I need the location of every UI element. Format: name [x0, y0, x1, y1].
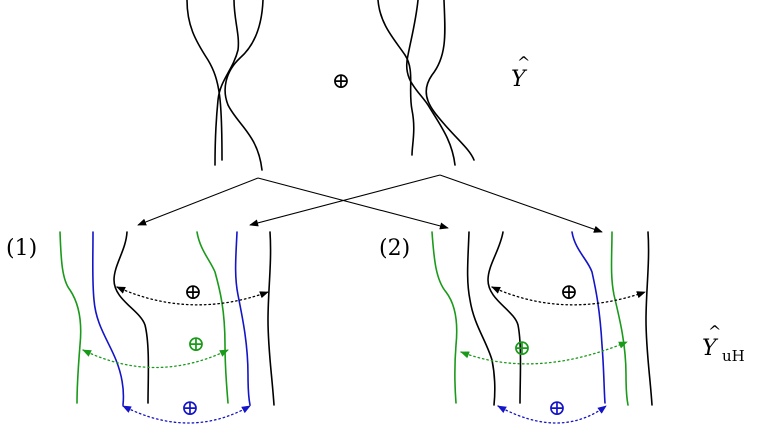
svg-text:^: ^: [517, 53, 530, 72]
case-2-oplus-green: ⊕: [513, 336, 531, 361]
arrow-left-to-2: [257, 177, 449, 230]
case-1-oplus-blue: ⊕: [181, 396, 199, 421]
case-1-blue-dotted-arrow: [122, 405, 251, 424]
top-right-strands: [377, 0, 475, 166]
svg-text:^: ^: [708, 322, 721, 341]
oplus-top: ⊕: [332, 69, 350, 94]
case-1-strands: [59, 231, 275, 406]
case-2-oplus-black: ⊕: [560, 280, 578, 305]
case-2-strands: [431, 231, 653, 406]
svg-text:Y: Y: [511, 67, 528, 92]
case-2-label: (2): [379, 236, 410, 261]
case-2-green-dotted-arrow: [460, 341, 628, 365]
case-1-green-dotted-arrow: [82, 349, 229, 369]
case-2-black-dotted-arrow: [491, 286, 646, 306]
case-1-oplus-green: ⊕: [187, 332, 205, 357]
case-2-connections: ⊕ ⊕ ⊕: [460, 280, 646, 424]
case-1-oplus-black: ⊕: [184, 280, 202, 305]
svg-text:Y: Y: [702, 336, 719, 361]
arrow-right-to-2: [439, 174, 603, 233]
case-2-blue-dotted-arrow: [497, 405, 607, 424]
y-hat-uh-label: Y ^ uH: [702, 322, 745, 365]
case-1-black-dotted-arrow: [116, 286, 269, 306]
y-hat-label: Y ^: [511, 53, 530, 92]
arrow-left-to-1: [137, 177, 259, 226]
top-left-strands: [186, 0, 264, 171]
case-1-label: (1): [6, 236, 37, 261]
svg-text:uH: uH: [722, 347, 745, 365]
case-1-connections: ⊕ ⊕ ⊕: [82, 280, 269, 424]
branch-arrows: [137, 174, 603, 233]
case-2-oplus-blue: ⊕: [548, 396, 566, 421]
arrow-right-to-1: [249, 174, 441, 227]
